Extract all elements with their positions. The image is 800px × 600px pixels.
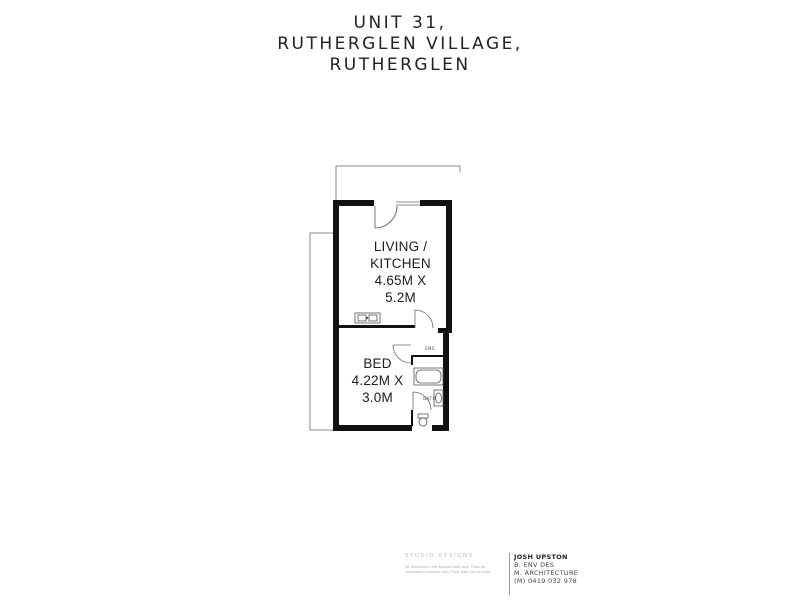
plan-title-line-3: RUTHERGLEN [329, 55, 471, 75]
living-label-line-2: KITCHEN [370, 256, 431, 271]
footer-disclaimer: All dimensions are approximate only. Pla… [405, 565, 491, 574]
bathroom-door [412, 391, 432, 411]
bathtub [413, 367, 444, 386]
bath-label: BATH [423, 397, 437, 402]
external-walls [333, 200, 452, 431]
footer-divider [509, 553, 510, 595]
entry-door [374, 205, 398, 229]
bed-label-line-1: BED [363, 356, 392, 371]
living-dimension-length: 5.2M [385, 290, 416, 305]
outdoor-area-outline [309, 165, 461, 431]
studio-logo: STUDIO DESIGNS [405, 553, 474, 559]
designer-qualification-2: M. ARCHITECTURE [514, 569, 579, 577]
living-kitchen-label: LIVING / KITCHEN 4.65M X 5.2M [358, 238, 443, 306]
living-label-line-1: LIVING / [373, 239, 428, 254]
ensuite-label: ENS [425, 347, 435, 352]
plan-title-line-1: UNIT 31, [353, 13, 447, 33]
toilet [417, 413, 429, 427]
ensuite-door [414, 309, 434, 329]
internal-walls [333, 325, 443, 426]
kitchen-sink [354, 312, 381, 324]
living-dimension-width: 4.65M X [374, 273, 427, 288]
vanity-basin [433, 389, 444, 407]
designer-qualification-1: B. ENV DES [514, 561, 555, 569]
designer-name: JOSH UPSTON [514, 553, 568, 561]
bedroom-label: BED 4.22M X 3.0M [345, 355, 410, 406]
window-marker [396, 201, 420, 206]
designer-phone: (M) 0419 032 978 [514, 577, 578, 585]
bed-dimension-width: 4.22M X [351, 373, 404, 388]
bedroom-door [392, 344, 412, 364]
designer-info: JOSH UPSTON B. ENV DES M. ARCHITECTURE (… [514, 553, 578, 585]
bed-dimension-length: 3.0M [362, 390, 393, 405]
plan-title-line-2: RUTHERGLEN VILLAGE, [277, 34, 523, 54]
